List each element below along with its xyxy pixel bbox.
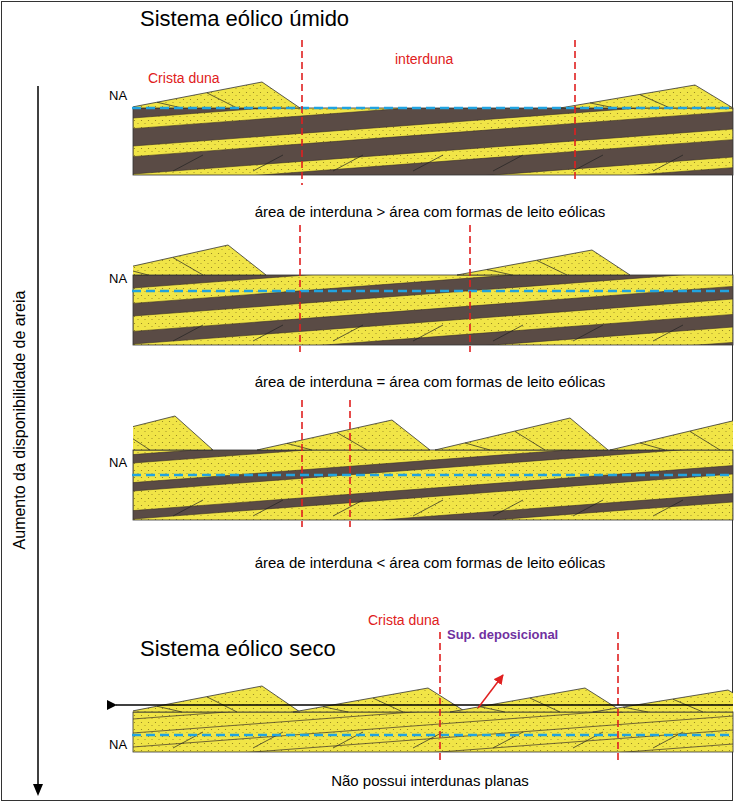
strata-block: [133, 275, 733, 345]
water-table-line: [132, 734, 734, 737]
panel-caption: área de interduna > área com formas de l…: [255, 203, 606, 220]
water-table-label: NA: [109, 89, 127, 104]
axis-line: [37, 86, 39, 790]
axis-arrowhead: [33, 784, 43, 796]
pointer-arrow: [478, 675, 503, 708]
panel-caption: área de interduna < área com formas de l…: [255, 554, 606, 571]
water-table-line: [132, 474, 734, 477]
strata-block: [133, 450, 733, 520]
dune: [133, 245, 630, 275]
dune: [133, 82, 733, 108]
strata-block: [133, 108, 733, 175]
axis-label: Aumento da disponibilidade de areia: [11, 291, 29, 550]
water-table-line: [132, 107, 734, 110]
zone-label: Crista duna: [148, 70, 220, 86]
zone-divider: [349, 400, 351, 527]
zone-divider: [574, 40, 576, 180]
water-table-label: NA: [109, 738, 127, 753]
zone-divider: [301, 400, 303, 527]
dune: [133, 686, 733, 712]
water-table-label: NA: [109, 272, 127, 287]
dune: [133, 416, 733, 450]
panel-caption: área de interduna = área com formas de l…: [255, 373, 606, 390]
zone-label: interduna: [395, 51, 453, 67]
strata-block: [133, 712, 733, 752]
zone-divider: [301, 40, 303, 185]
water-table-label: NA: [109, 456, 127, 471]
panel-title: Sistema eólico úmido: [140, 6, 349, 31]
panel-caption: Não possui interdunas planas: [331, 772, 529, 789]
water-table-line: [132, 290, 734, 293]
callout-label: Sup. deposicional: [447, 628, 558, 643]
zone-divider: [617, 632, 619, 762]
zone-divider: [299, 225, 301, 352]
zone-divider: [439, 632, 441, 762]
deposition-arrow: [116, 704, 733, 706]
panel-title: Sistema eólico seco: [140, 636, 336, 661]
zone-divider: [469, 225, 471, 352]
zone-label: Crista duna: [368, 612, 440, 628]
